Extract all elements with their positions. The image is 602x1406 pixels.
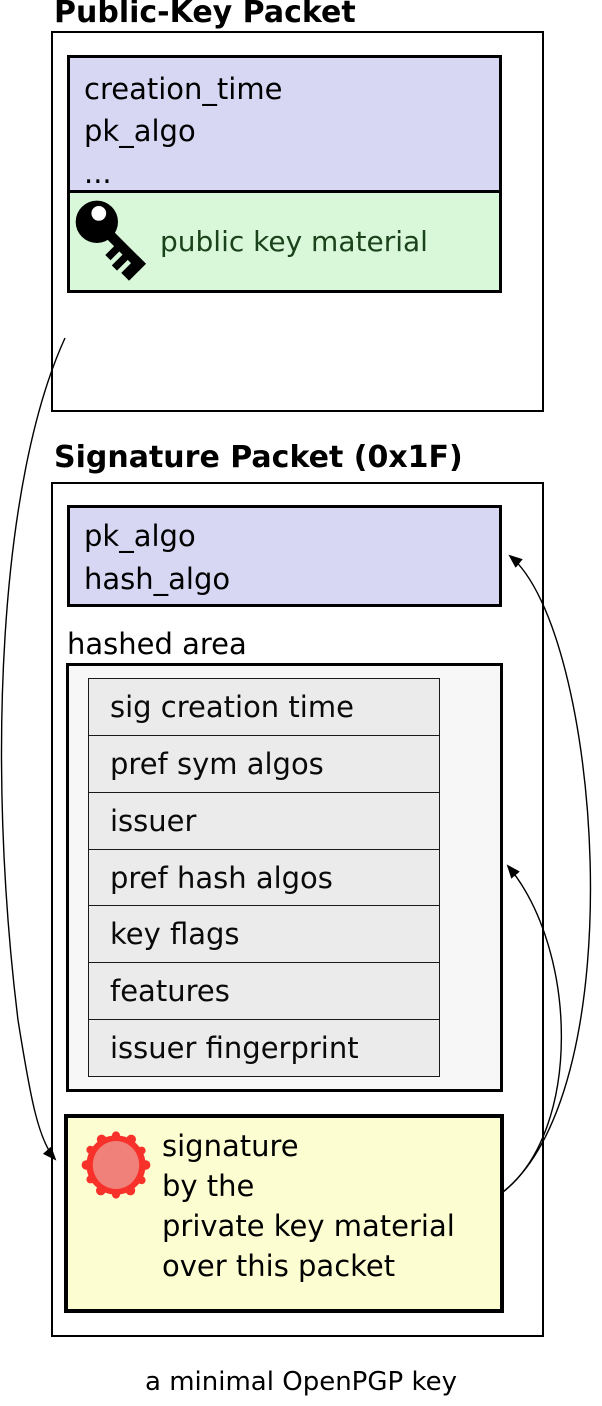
public-key-material-label: public key material bbox=[160, 225, 428, 258]
subpacket-features: features bbox=[89, 962, 439, 1019]
signature-line-3: private key material bbox=[162, 1209, 455, 1243]
signature-line-2: by the bbox=[162, 1169, 255, 1203]
key-icon bbox=[75, 200, 146, 281]
subpacket-issuer: issuer bbox=[89, 791, 439, 849]
field-ellipsis: ... bbox=[84, 156, 112, 190]
field-pk-algo: pk_algo bbox=[84, 519, 196, 553]
subpacket-pref-hash-algos: pref hash algos bbox=[89, 848, 439, 906]
field-creation-time: creation_time bbox=[84, 72, 283, 106]
subpacket-key-flags: key flags bbox=[89, 905, 439, 962]
public-key-header-fields: creation_time pk_algo ... bbox=[70, 58, 499, 193]
field-hash-algo: hash_algo bbox=[84, 562, 231, 596]
seal-icon bbox=[81, 1131, 151, 1199]
subpacket-issuer-fingerprint: issuer fingerprint bbox=[89, 1019, 439, 1076]
signature-header-fields: pk_algo hash_algo bbox=[67, 505, 502, 607]
public-key-material-box: public key material bbox=[70, 193, 499, 290]
signature-line-4: over this packet bbox=[162, 1249, 396, 1283]
subpacket-sig-creation-time: sig creation time bbox=[110, 689, 354, 724]
signature-description: signature by the private key material ov… bbox=[162, 1126, 455, 1286]
field-pk-algo: pk_algo bbox=[84, 114, 196, 148]
diagram-caption: a minimal OpenPGP key bbox=[145, 1367, 457, 1397]
subpacket-list: sig creation time pref sym algos issuer … bbox=[88, 678, 440, 1077]
subpacket-pref-sym-algos: pref sym algos bbox=[89, 734, 439, 792]
public-key-packet-title: Public-Key Packet bbox=[54, 0, 356, 30]
signature-packet-title: Signature Packet (0x1F) bbox=[54, 440, 463, 475]
signature-line-1: signature bbox=[162, 1129, 299, 1163]
hashed-area-label: hashed area bbox=[67, 627, 247, 661]
public-key-packet-contents: creation_time pk_algo ... public key mat… bbox=[67, 55, 502, 293]
